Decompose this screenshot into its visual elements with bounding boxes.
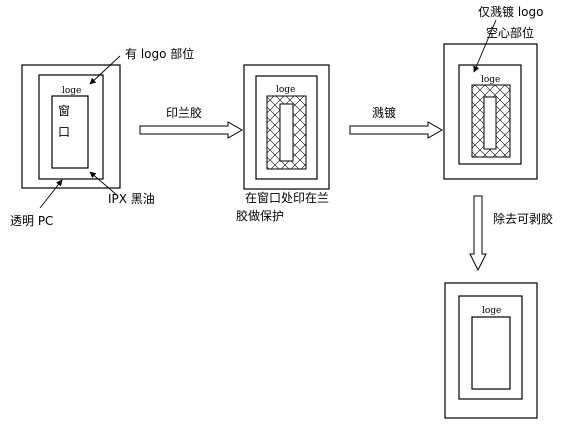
arrow1-label: 印兰胶 <box>166 105 202 120</box>
stage4-logo-text: loge <box>482 306 501 316</box>
arrow3 <box>469 195 487 272</box>
stage2-inner-logo-slot <box>279 103 294 162</box>
stage1-window-char1: 窗 <box>58 104 70 118</box>
stage2-part: loge <box>243 64 330 190</box>
stage3-label-line2: 空心部位 <box>486 25 534 40</box>
stage3-logo-text: loge <box>481 75 500 85</box>
stage3-logo-leader <box>473 19 497 73</box>
stage4-part: loge <box>444 282 538 419</box>
stage1-window <box>51 95 89 169</box>
stage1-part: loge 窗 口 <box>21 64 121 189</box>
stage2-caption-line1: 在窗口处印在兰 <box>245 191 329 205</box>
stage2-logo-text: loge <box>276 85 295 95</box>
stage1-logo-leader <box>89 55 121 85</box>
stage1-window-char2: 口 <box>58 125 70 139</box>
arrow2 <box>349 121 444 139</box>
stage1-ink-leader <box>89 171 119 197</box>
stage1-logo-text: loge <box>62 86 81 96</box>
arrow3-label: 除去可剥胶 <box>493 211 553 226</box>
stage3-inner-logo-slot <box>483 96 497 150</box>
stage3-label-line1: 仅溅镀 logo <box>478 4 543 19</box>
stage1-label-black-ink: IPX 黑油 <box>108 192 155 206</box>
arrow1 <box>139 121 244 139</box>
stage1-label-pc: 透明 PC <box>10 214 53 228</box>
stage2-caption-line2: 胶做保护 <box>236 208 284 223</box>
arrow2-label: 溅镀 <box>372 105 396 120</box>
stage1-pc-leader <box>39 179 63 209</box>
stage4-logo-window <box>471 316 511 390</box>
stage1-label-logo-area: 有 logo 部位 <box>125 46 194 61</box>
stage3-part: loge <box>443 43 538 180</box>
